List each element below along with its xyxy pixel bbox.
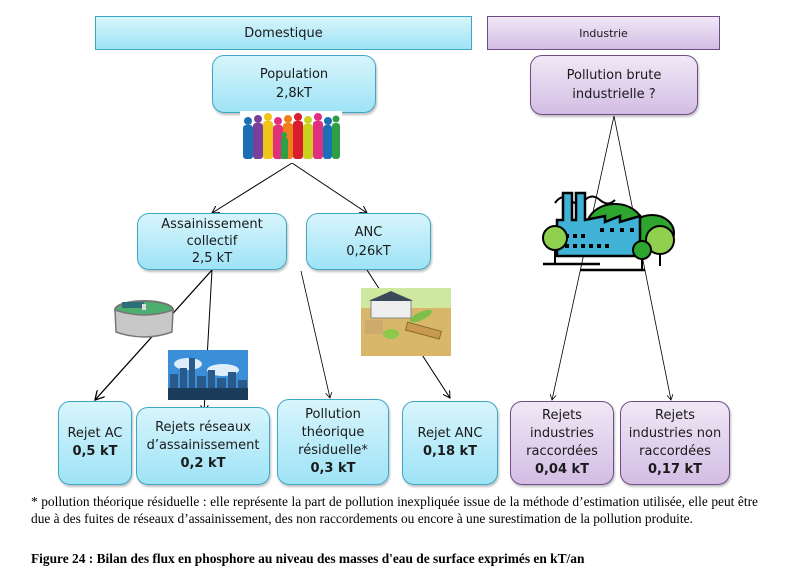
arrow-to-pollution-residuelle bbox=[300, 270, 330, 398]
industries-raccordees-label-3: raccordées bbox=[526, 444, 598, 459]
figure-caption: Figure 24 : Bilan des flux en phosphore … bbox=[31, 551, 585, 566]
septic-system-image bbox=[361, 288, 451, 356]
industries-non-raccordees-label-2: industries non bbox=[628, 426, 722, 441]
industrial-gross-node: Pollution brute industrielle ? bbox=[530, 55, 698, 115]
rejet-ac-value: 0,5 kT bbox=[72, 444, 118, 459]
industries-raccordees-label-2: industries bbox=[530, 426, 594, 441]
anc-node: ANC 0,26kT bbox=[306, 213, 431, 270]
rejet-ac-node: Rejet AC 0,5 kT bbox=[58, 401, 132, 485]
collective-label-2: collectif bbox=[186, 234, 238, 249]
arrow-industry-to-raccordees bbox=[552, 115, 615, 400]
rejets-reseaux-value: 0,2 kT bbox=[180, 456, 226, 471]
anc-value: 0,26kT bbox=[346, 243, 391, 259]
population-value: 2,8kT bbox=[275, 86, 313, 101]
arrow-population-to-collective bbox=[212, 162, 293, 213]
rejets-reseaux-node: Rejets réseaux d’assainissement 0,2 kT bbox=[136, 407, 270, 485]
domestic-header: Domestique bbox=[95, 16, 472, 50]
industries-non-raccordees-label-3: raccordées bbox=[639, 444, 711, 459]
city-skyline-image bbox=[168, 350, 248, 400]
industry-header-label: Industrie bbox=[579, 26, 628, 40]
rejet-anc-label: Rejet ANC bbox=[417, 426, 483, 441]
pollution-residuelle-label-2: théorique bbox=[301, 425, 365, 440]
rejet-anc-value: 0,18 kT bbox=[422, 444, 478, 459]
arrow-population-to-anc bbox=[291, 162, 367, 213]
industry-header: Industrie bbox=[487, 16, 720, 50]
industries-raccordees-node: Rejets industries raccordées 0,04 kT bbox=[510, 401, 614, 485]
pollution-residuelle-node: Pollution théorique résiduelle* 0,3 kT bbox=[277, 399, 389, 485]
pollution-residuelle-label-1: Pollution bbox=[305, 407, 361, 422]
rejet-ac-label: Rejet AC bbox=[67, 426, 123, 441]
industries-non-raccordees-node: Rejets industries non raccordées 0,17 kT bbox=[620, 401, 730, 485]
pollution-residuelle-value: 0,3 kT bbox=[310, 461, 356, 476]
collective-value: 2,5 kT bbox=[191, 251, 233, 266]
people-crowd-image bbox=[240, 111, 342, 163]
population-node: Population 2,8kT bbox=[212, 55, 376, 113]
factory-image bbox=[542, 191, 675, 272]
pollution-residuelle-label-3: résiduelle* bbox=[298, 443, 368, 458]
industries-non-raccordees-label-1: Rejets bbox=[655, 408, 695, 423]
industrial-gross-label-2: industrielle ? bbox=[572, 87, 656, 102]
industrial-gross-label-1: Pollution brute bbox=[566, 68, 662, 83]
population-label: Population bbox=[259, 67, 329, 82]
domestic-header-label: Domestique bbox=[244, 25, 323, 41]
rejets-reseaux-label-2: d’assainissement bbox=[146, 438, 260, 453]
collective-sanitation-node: Assainissement collectif 2,5 kT bbox=[137, 213, 287, 270]
industries-non-raccordees-value: 0,17 kT bbox=[647, 462, 703, 477]
footnote-text: * pollution théorique résiduelle : elle … bbox=[31, 494, 758, 526]
industries-raccordees-label-1: Rejets bbox=[542, 408, 582, 423]
collective-label-1: Assainissement bbox=[161, 217, 263, 232]
anc-label: ANC bbox=[354, 224, 383, 240]
rejets-reseaux-label-1: Rejets réseaux bbox=[155, 420, 251, 435]
treatment-plant-image bbox=[114, 300, 174, 338]
rejet-anc-node: Rejet ANC 0,18 kT bbox=[402, 401, 498, 485]
industries-raccordees-value: 0,04 kT bbox=[534, 462, 590, 477]
